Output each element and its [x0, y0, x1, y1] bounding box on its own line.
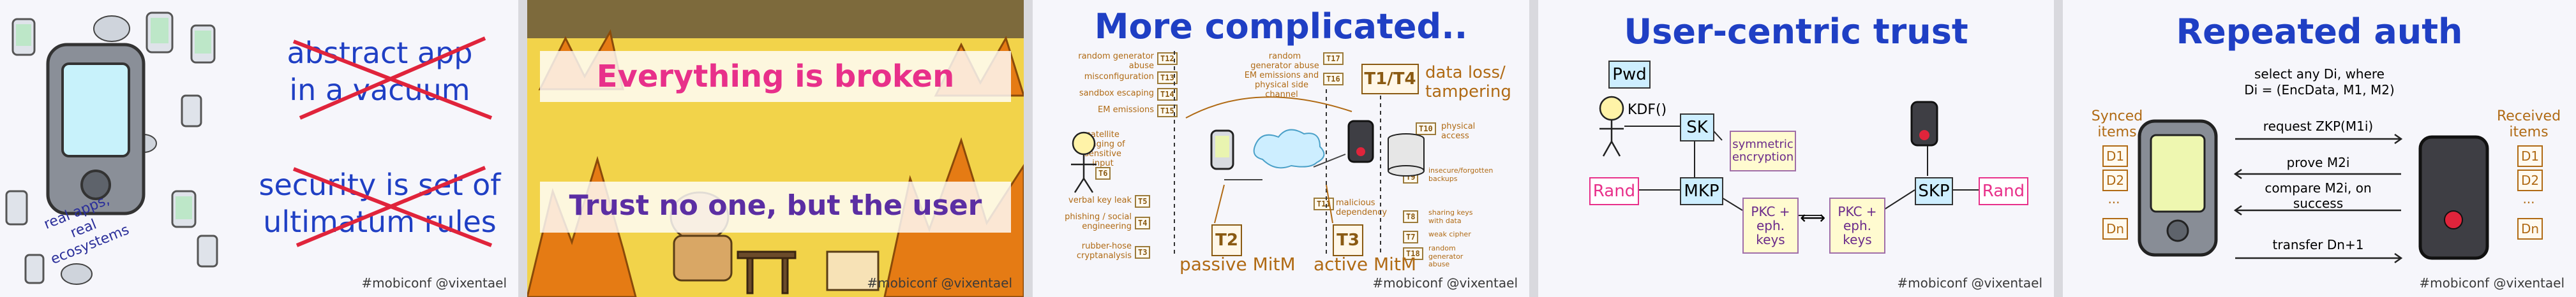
- threat-tag: T13: [1157, 71, 1178, 84]
- right-item: D2: [2517, 170, 2543, 191]
- threat-label: sharing keys with data: [1428, 208, 1473, 225]
- threat-label: rubber-hose cryptanalysis: [1076, 242, 1132, 261]
- pkc-right-box: PKC + eph. keys: [1829, 198, 1885, 254]
- tampering-line: tampering: [1425, 82, 1511, 101]
- left-item: Dn: [2102, 218, 2128, 240]
- threat-tag: T4: [1135, 217, 1151, 229]
- pwd-box: Pwd: [1608, 61, 1651, 89]
- data-loss-label: data loss/ tampering: [1425, 63, 1511, 102]
- threat-label: EM emissions and physical side channel: [1244, 71, 1319, 99]
- t2-box: T2: [1211, 224, 1242, 256]
- threat-tag: T17: [1323, 52, 1344, 65]
- ecosystem-sketch: [5, 11, 218, 285]
- top-banner: [540, 51, 1011, 102]
- bottom-banner: [540, 182, 1011, 233]
- t3-box: T3: [1333, 224, 1363, 256]
- bottom-text: Trust no one, but the user: [569, 189, 982, 222]
- threat-label: random generator abuse: [1078, 52, 1154, 71]
- step-compare: compare M2i, on success: [2265, 180, 2372, 211]
- top-text: Everything is broken: [596, 59, 955, 94]
- symmetric-encryption-box: symmetric encryption: [1730, 131, 1796, 171]
- synced-line: Synced: [2091, 108, 2143, 124]
- footer-handle: #mobiconf @vixentael: [2419, 275, 2565, 291]
- data-loss-line: data loss/: [1425, 63, 1506, 82]
- step-request: request ZKP(M1i): [2263, 119, 2374, 134]
- subtitle-line: select any Di, where: [2254, 66, 2385, 82]
- subtitle-line: Di = (EncData, M1, M2): [2244, 82, 2395, 98]
- step-transfer: transfer Dn+1: [2272, 237, 2364, 252]
- footer-handle: #mobiconf @vixentael: [1372, 275, 1518, 291]
- right-item: D1: [2517, 145, 2543, 167]
- threat-label: physical access: [1441, 122, 1476, 141]
- threat-label: misconfiguration: [1084, 72, 1154, 82]
- auth-diagram: [2138, 119, 2489, 264]
- threat-tag: T7: [1403, 231, 1419, 243]
- kdf-label: KDF(): [1628, 102, 1667, 118]
- right-item-ellipsis: ...: [2522, 191, 2535, 206]
- threat-tag: T6: [1095, 167, 1111, 180]
- footer-handle: #mobiconf @vixentael: [361, 275, 507, 291]
- slide-more-complicated[interactable]: More complicated.. random generator abus…: [1033, 0, 1529, 297]
- exchange-arrow-icon: ⟷: [1800, 207, 1826, 228]
- footer-handle: #mobiconf @vixentael: [867, 275, 1012, 291]
- threat-tag: T10: [1416, 122, 1436, 135]
- fire-scene: [527, 0, 1024, 297]
- threat-tag: T15: [1157, 105, 1178, 117]
- slide-title: More complicated..: [1094, 6, 1468, 47]
- active-mitm-label: active MitM: [1314, 254, 1417, 275]
- cross-mark-1: [292, 36, 493, 120]
- synced-line: items: [2097, 124, 2137, 141]
- t1t4-box: T1/T4: [1361, 64, 1419, 94]
- mkp-box: MKP: [1680, 177, 1723, 205]
- threat-tag: T12: [1157, 52, 1178, 65]
- slide-abstract-app[interactable]: abstract app in a vacuum security is set…: [0, 0, 518, 297]
- slide-title: Repeated auth: [2176, 11, 2463, 52]
- pkc-left-box: PKC + eph. keys: [1742, 198, 1799, 254]
- slide-title: User-centric trust: [1624, 11, 1968, 52]
- threat-label: satellite imaging of sensitive input: [1081, 130, 1125, 168]
- footer-handle: #mobiconf @vixentael: [1897, 275, 2042, 291]
- synced-items-label: Synced items: [2082, 108, 2152, 141]
- crossed-line-3: security is set of: [258, 168, 501, 202]
- threat-label: weak cipher: [1428, 230, 1471, 238]
- threat-label: EM emissions: [1098, 105, 1154, 115]
- step-prove: prove M2i: [2286, 155, 2350, 170]
- threat-tag: T8: [1403, 210, 1419, 223]
- crossed-line-2: in a vacuum: [289, 72, 470, 107]
- slide-user-centric-trust[interactable]: User-centric trust: [1538, 0, 2054, 297]
- left-item: D1: [2102, 145, 2128, 167]
- subtitle: select any Di, where Di = (EncData, M1, …: [2063, 66, 2576, 98]
- left-item: D2: [2102, 170, 2128, 191]
- threat-tag: T5: [1135, 195, 1151, 208]
- sk-box: SK: [1680, 113, 1714, 141]
- threat-label: malicious dependency: [1336, 198, 1388, 217]
- threat-tag: T18: [1403, 247, 1423, 260]
- threat-label: verbal key leak: [1068, 196, 1132, 205]
- threat-tag: T14: [1157, 88, 1178, 101]
- received-line: items: [2509, 124, 2549, 141]
- threat-diagram: [1071, 51, 1425, 255]
- received-line: Received: [2496, 108, 2561, 124]
- slide-everything-broken[interactable]: Everything is broken Trust no one, but t…: [527, 0, 1024, 297]
- rand-right-box: Rand: [1979, 177, 2028, 205]
- cross-mark-2: [292, 166, 493, 247]
- rand-left-box: Rand: [1589, 177, 1639, 205]
- passive-mitm-label: passive MitM: [1179, 254, 1296, 275]
- received-items-label: Received items: [2490, 108, 2567, 141]
- threat-label: sandbox escaping: [1079, 89, 1154, 98]
- threat-tag: T3: [1135, 246, 1151, 259]
- threat-label: insecure/forgotten backups: [1428, 166, 1494, 183]
- threat-tag: T16: [1323, 73, 1344, 85]
- slide-repeated-auth[interactable]: Repeated auth select any Di, where Di = …: [2063, 0, 2576, 297]
- right-item: Dn: [2517, 218, 2543, 240]
- left-item-ellipsis: ...: [2108, 191, 2120, 206]
- threat-label: random generator abuse: [1428, 244, 1464, 269]
- threat-label: phishing / social engineering: [1065, 212, 1132, 231]
- skp-box: SKP: [1915, 177, 1953, 205]
- threat-label: random generator abuse: [1250, 52, 1319, 71]
- crossed-line-1: abstract app: [287, 36, 473, 70]
